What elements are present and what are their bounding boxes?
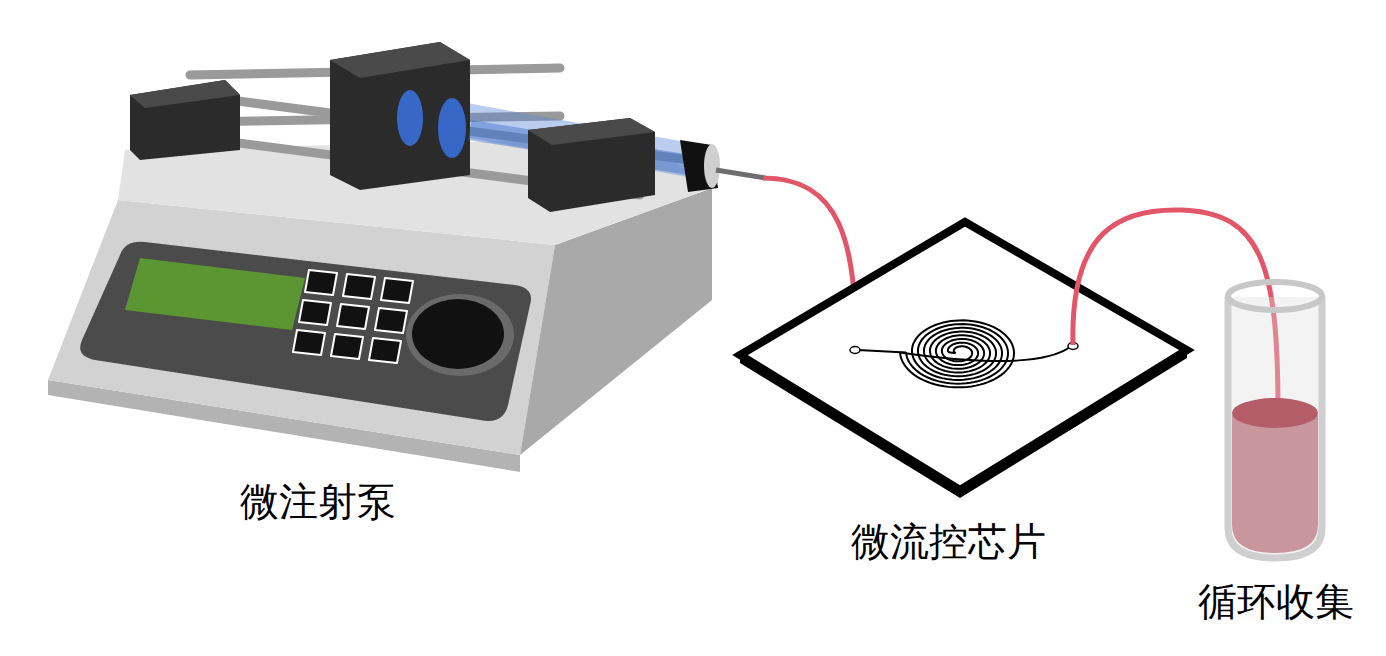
part-label: 微注射泵 <box>240 480 396 525</box>
collection-tube <box>1228 282 1322 558</box>
part-label: 循环收集 <box>1198 580 1354 625</box>
syringe-pump <box>48 42 765 472</box>
part-label: 微流控芯片 <box>851 520 1046 565</box>
microfluidic-chip <box>740 222 1187 498</box>
